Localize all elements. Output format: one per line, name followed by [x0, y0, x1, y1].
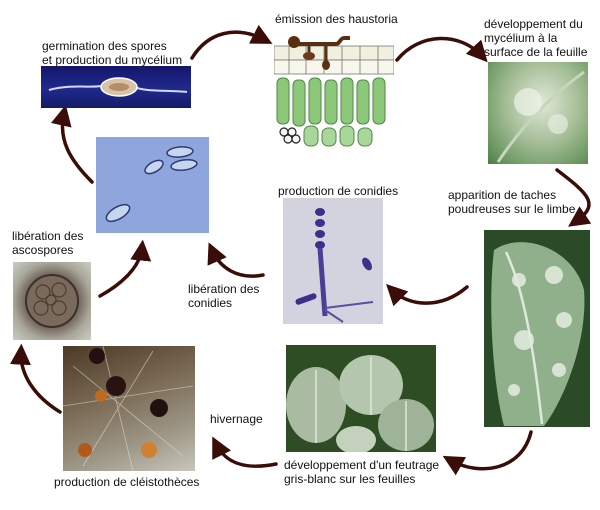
arrow-cleistothecia-to-ascospores [9, 343, 62, 414]
spore-germination-image [41, 66, 191, 108]
arrow-ascospores-to-conidia [98, 239, 152, 298]
arrow-conidiophore-to-conidia [207, 242, 265, 278]
label-conidies-production: production de conidies [278, 184, 399, 198]
label-germination: germination des spores et production du … [42, 39, 183, 67]
conidiophore-image [283, 198, 383, 324]
arrow-mycelium-to-taches [555, 168, 592, 227]
label-feutrage: développement d'un feutrage gris-blanc s… [284, 458, 440, 486]
leaf-mycelium-image [488, 62, 588, 164]
felt-leaves-image [286, 345, 436, 452]
arrow-haustoria-to-mycelium [395, 36, 488, 63]
cleistothecia-image [63, 346, 195, 471]
label-taches: apparition de taches poudreuses sur le l… [448, 188, 576, 216]
leaf-spots-image [484, 230, 590, 427]
label-cleistotheces: production de cléistothèces [54, 475, 200, 489]
conidia-image [96, 137, 209, 233]
arrow-feutrage-to-cleistothecia [212, 436, 278, 468]
label-hivernage: hivernage [210, 412, 263, 426]
label-mycelium-surface: développement du mycélium à la surface d… [484, 17, 588, 59]
label-haustoria: émission des haustoria [275, 12, 398, 26]
arrow-feutrage-to-conidia-spur [442, 430, 533, 476]
arrow-germination-to-haustoria [190, 24, 273, 60]
label-ascospores: libération des ascospores [12, 229, 84, 257]
arrow-conidia-to-germination [51, 104, 94, 184]
haustoria-section-image [274, 36, 394, 148]
ascospores-image [13, 262, 91, 340]
arrow-taches-to-conidiophore [386, 284, 469, 307]
label-conidies-liberation: libération des conidies [188, 282, 260, 310]
